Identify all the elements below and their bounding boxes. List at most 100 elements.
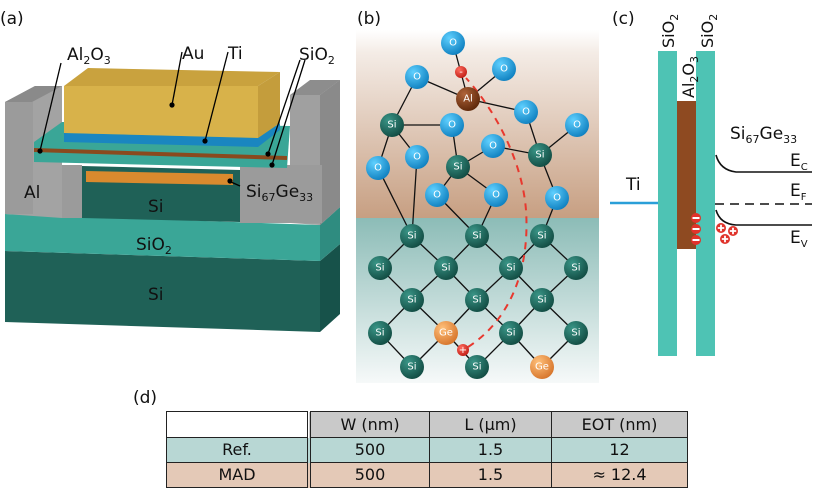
row-name-cell: Ref. <box>166 437 311 463</box>
table-cell: 500 <box>308 437 430 463</box>
table-cell: 1.5 <box>429 462 552 488</box>
label-ec: EC <box>790 151 808 173</box>
label-si-channel: Si <box>148 197 164 217</box>
negative-charges <box>691 213 701 245</box>
atom-o: O <box>481 134 505 158</box>
panel-c-label: (c) <box>612 9 635 29</box>
sige-layer <box>86 171 233 185</box>
bond <box>377 167 413 237</box>
atom-symbol: Si <box>441 263 450 274</box>
atom-symbol: Si <box>472 295 481 306</box>
negative-charge-icon <box>691 213 701 223</box>
atom-o: O <box>366 156 390 180</box>
atom-symbol: Al <box>463 94 473 105</box>
atom-symbol: Si <box>472 362 481 373</box>
atom-o: O <box>565 113 589 137</box>
annotation-lines <box>39 51 306 187</box>
panel-a-label: (a) <box>0 9 24 29</box>
atom-si: Si <box>465 224 489 248</box>
atom-si: Si <box>400 355 424 379</box>
atom-symbol: Si <box>571 328 580 339</box>
atom-si: Si <box>380 113 404 137</box>
atom-symbol: Si <box>375 328 384 339</box>
table-cell: 500 <box>308 462 430 488</box>
label-sige: Si67Ge33 <box>246 182 313 204</box>
table-cell: 12 <box>551 437 688 463</box>
svg-text:-: - <box>459 67 463 78</box>
conduction-band <box>715 154 812 173</box>
atom-symbol: O <box>374 163 382 174</box>
table-header-cell: L (µm) <box>429 411 552 438</box>
atom-o: O <box>484 183 508 207</box>
atom-o: O <box>405 145 429 169</box>
atom-o: O <box>492 57 516 81</box>
atom-si: Si <box>400 288 424 312</box>
label-sio2-top: SiO2 <box>299 45 335 67</box>
label-al: Al <box>24 183 40 203</box>
positive-charge-icon <box>728 226 738 236</box>
label-sio2-left: SiO2 <box>659 14 681 48</box>
panel-d-label: (d) <box>133 388 158 408</box>
label-sio2-box: SiO2 <box>136 235 172 257</box>
atom-o: O <box>514 100 538 124</box>
table-row: Ref. 500 1.5 12 <box>166 437 688 463</box>
table-header-row: W (nm) L (µm) EOT (nm) <box>166 411 688 438</box>
atom-symbol: O <box>492 190 500 201</box>
bond <box>411 156 418 237</box>
table-cell: 1.5 <box>429 437 552 463</box>
sio2-right-barrier <box>696 51 715 356</box>
negative-charge: - <box>455 66 467 78</box>
negative-charge-icon <box>691 235 701 245</box>
atom-si: Si <box>499 256 523 280</box>
table-header-cell: EOT (nm) <box>551 411 688 438</box>
atom-symbol: O <box>413 72 421 83</box>
atom-symbol: O <box>433 190 441 201</box>
atom-symbol: O <box>500 64 508 75</box>
atom-si: Si <box>564 256 588 280</box>
atom-symbol: Si <box>535 150 544 161</box>
atom-symbol: Si <box>506 328 515 339</box>
label-sige-c: Si67Ge33 <box>730 124 797 146</box>
label-ef: EF <box>790 181 807 203</box>
atom-symbol: O <box>553 193 561 204</box>
atom-symbol: O <box>448 120 456 131</box>
label-sio2-right: SiO2 <box>698 14 720 48</box>
atom-si: Si <box>528 143 552 167</box>
label-al2o3: Al2O3 <box>67 45 111 67</box>
atom-symbol: Si <box>506 263 515 274</box>
atom-si: Si <box>564 321 588 345</box>
annotation-dots <box>37 102 275 184</box>
atom-o: O <box>425 183 449 207</box>
positive-charge-icon <box>720 234 730 244</box>
label-ev: EV <box>790 228 808 250</box>
atom-symbol: Si <box>537 295 546 306</box>
atom-o: O <box>545 186 569 210</box>
al-left-contact <box>5 86 62 218</box>
atom-symbol: Si <box>537 231 546 242</box>
negative-charge-icon <box>691 224 701 234</box>
atom-symbol: Si <box>453 162 462 173</box>
atom-symbol: O <box>522 107 530 118</box>
atom-symbol: Ge <box>439 328 453 339</box>
al2o3-barrier <box>677 101 696 249</box>
atom-symbol: O <box>413 152 421 163</box>
label-au: Au <box>182 44 204 64</box>
row-name-cell: MAD <box>166 462 311 488</box>
atom-symbol: O <box>449 38 457 49</box>
tunneling-path <box>465 77 528 348</box>
atom-symbol: Si <box>407 362 416 373</box>
atom-symbol: O <box>489 141 497 152</box>
atom-ge: Ge <box>530 355 554 379</box>
table-cell: ≈ 12.4 <box>551 462 688 488</box>
atom-si: Si <box>465 355 489 379</box>
sio2-left-barrier <box>658 51 677 356</box>
label-si-substrate: Si <box>148 285 164 305</box>
label-ti-c: Ti <box>625 175 641 195</box>
panel-b-label: (b) <box>357 9 381 29</box>
panel-c: (c) SiO2 SiO2 Al2O3 Ti Si67Ge33 EC EF EV <box>610 9 812 356</box>
table-row: MAD 500 1.5 ≈ 12.4 <box>166 462 688 488</box>
atom-symbol: Si <box>375 263 384 274</box>
atom-si: Si <box>499 321 523 345</box>
